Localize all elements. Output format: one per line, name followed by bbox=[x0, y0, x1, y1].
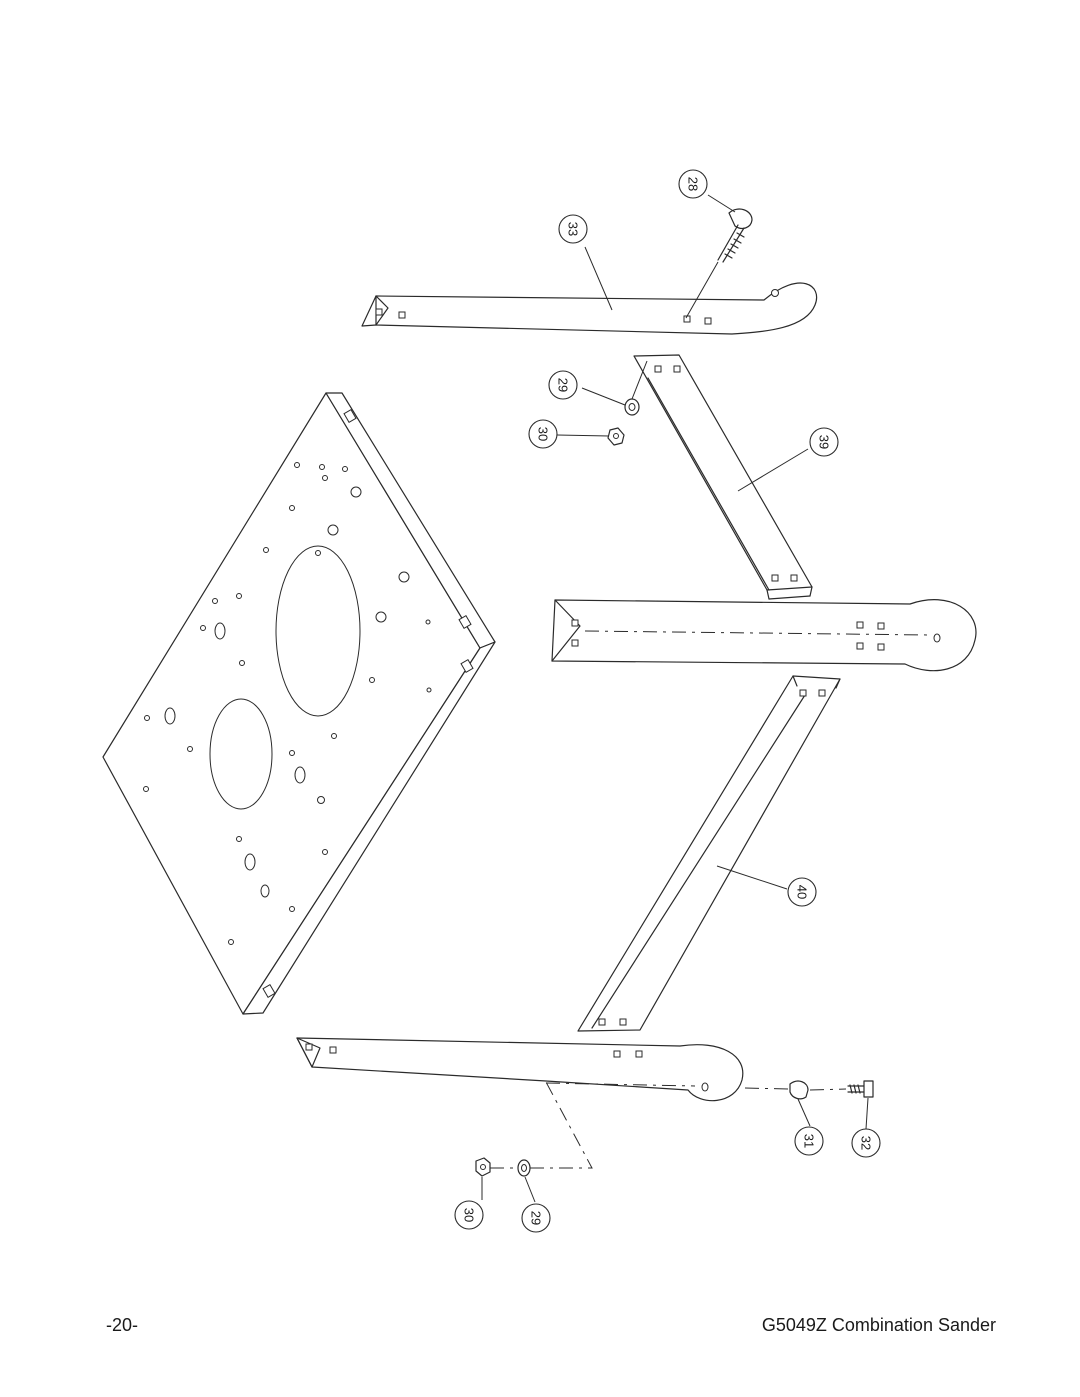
callout-32: 32 bbox=[851, 1128, 881, 1158]
callout-30-upper: 30 bbox=[528, 419, 558, 449]
callout-33: 33 bbox=[558, 214, 588, 244]
page-number: -20- bbox=[106, 1315, 139, 1335]
callout-39: 39 bbox=[809, 427, 839, 457]
upper-brace-part-39 bbox=[633, 354, 813, 600]
svg-text:30: 30 bbox=[536, 427, 551, 441]
callout-29-lower: 29 bbox=[521, 1203, 551, 1233]
lower-leg bbox=[296, 1037, 744, 1102]
svg-text:29: 29 bbox=[529, 1211, 544, 1225]
middle-leg bbox=[551, 599, 977, 672]
callout-29-upper: 29 bbox=[548, 370, 578, 400]
svg-text:39: 39 bbox=[817, 435, 832, 449]
callout-40: 40 bbox=[787, 877, 817, 907]
base-plate bbox=[102, 392, 496, 1015]
bolt-part-28 bbox=[685, 208, 753, 319]
lower-nut-part-30 bbox=[475, 1157, 491, 1177]
svg-text:33: 33 bbox=[566, 222, 581, 236]
callout-leaders bbox=[481, 194, 869, 1203]
upper-leg-part-33 bbox=[361, 282, 818, 335]
svg-text:28: 28 bbox=[686, 177, 701, 191]
svg-text:31: 31 bbox=[802, 1134, 817, 1148]
lower-washer-part-29 bbox=[517, 1159, 531, 1177]
svg-text:30: 30 bbox=[462, 1208, 477, 1222]
svg-text:32: 32 bbox=[859, 1136, 874, 1150]
callout-28: 28 bbox=[678, 169, 708, 199]
upper-washer-part-29 bbox=[624, 398, 640, 416]
document-title: G5049Z Combination Sander bbox=[761, 1315, 996, 1335]
screw-part-32 bbox=[847, 1080, 874, 1098]
foot-pad-part-31 bbox=[789, 1080, 809, 1100]
svg-text:40: 40 bbox=[795, 885, 810, 899]
callout-31: 31 bbox=[794, 1126, 824, 1156]
upper-nut-part-30 bbox=[607, 427, 625, 446]
lower-brace-part-40 bbox=[577, 675, 841, 1032]
svg-text:29: 29 bbox=[556, 378, 571, 392]
callout-30-lower: 30 bbox=[454, 1200, 484, 1230]
